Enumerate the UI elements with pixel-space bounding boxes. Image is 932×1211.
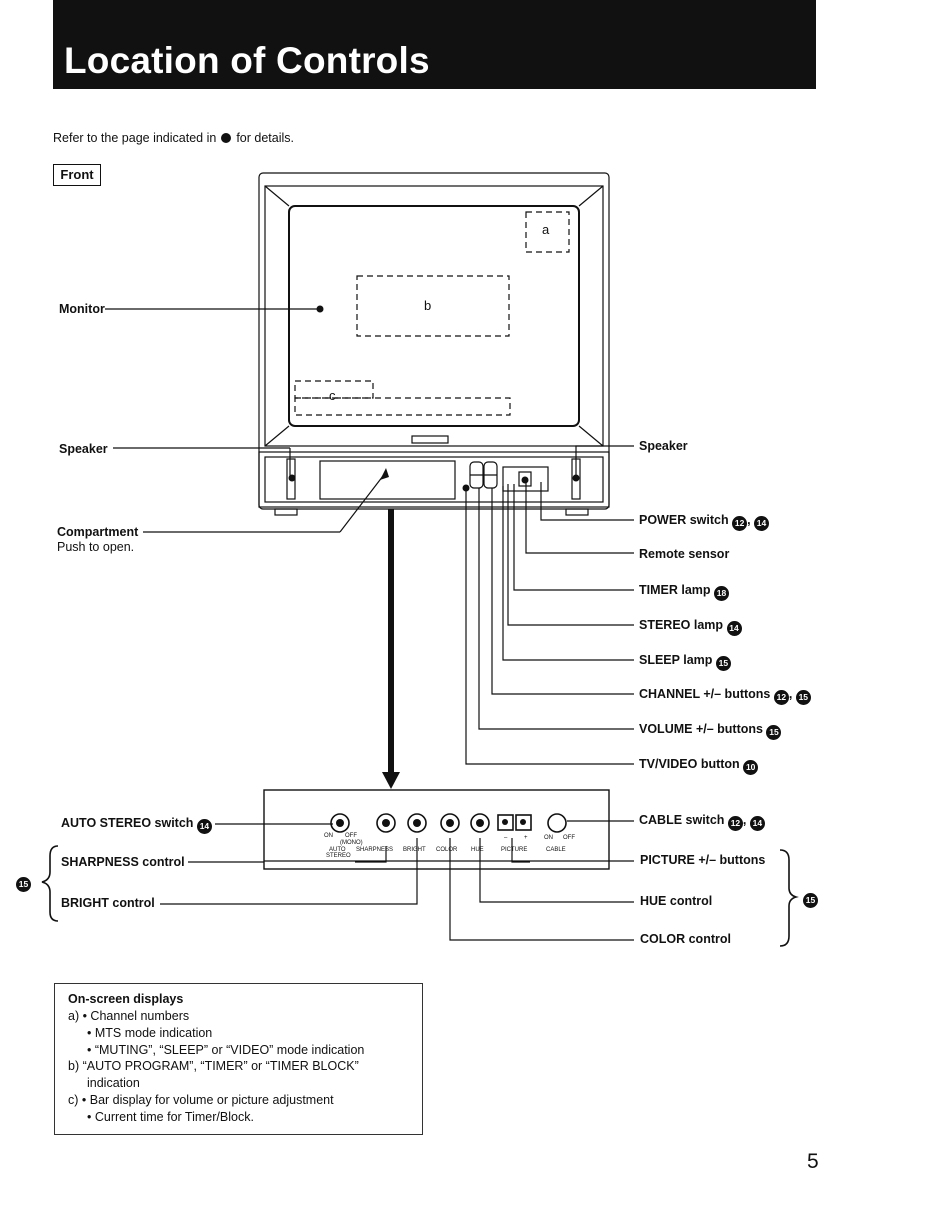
control-panel <box>263 789 610 870</box>
panel-off2: OFF <box>563 835 575 841</box>
cable-text: CABLE switch <box>639 813 725 827</box>
osd-line: • MTS mode indication <box>87 1026 213 1040</box>
compartment-note: Push to open. <box>57 540 135 554</box>
panel-plus: + <box>524 835 528 841</box>
osd-line: • Current time for Timer/Block. <box>87 1110 254 1124</box>
screen <box>288 205 580 427</box>
osd-box <box>54 983 423 1135</box>
bullet-icon <box>221 133 232 143</box>
label-tvvideo: TV/VIDEO button 10 <box>639 757 759 775</box>
bright-label: BRIGHT control <box>61 896 155 910</box>
compartment-door <box>319 460 456 500</box>
left-group-ref: 15 <box>16 874 31 892</box>
label-text: VOLUME +/– buttons <box>639 722 763 736</box>
hue-label: HUE control <box>640 894 713 908</box>
label-text: POWER switch <box>639 513 729 527</box>
page-ref-icon: 15 <box>803 893 818 908</box>
auto-stereo-label: AUTO STEREO switch 14 <box>61 816 212 834</box>
page-ref-icon: 14 <box>726 621 742 636</box>
label-power: POWER switch 12, 14 <box>639 513 770 531</box>
label-text: Remote sensor <box>639 547 730 561</box>
right-group-ref: 15 <box>803 890 818 908</box>
panel-on2: ON <box>544 835 553 841</box>
osd-title: On-screen displays <box>68 992 184 1006</box>
color-label: COLOR control <box>640 932 731 946</box>
panel-bright: BRIGHT <box>403 847 426 853</box>
page-ref-icon: 12 <box>732 516 748 531</box>
label-speaker_r: Speaker <box>639 439 688 453</box>
label-stereo: STEREO lamp 14 <box>639 618 742 636</box>
intro-before: Refer to the page indicated in <box>53 131 217 145</box>
panel-picture: PICTURE <box>501 847 528 853</box>
page-ref-icon: 15 <box>715 656 731 671</box>
tv-cabinet <box>258 172 610 510</box>
intro-after: for details. <box>236 131 294 145</box>
panel-cable: CABLE <box>546 847 566 853</box>
panel-on: ON <box>324 833 333 839</box>
osd-line: c) • Bar display for volume or picture a… <box>68 1093 334 1107</box>
zone-c-label: c <box>329 388 336 403</box>
page-number: 5 <box>807 1150 819 1173</box>
panel-mono: (MONO) <box>340 840 363 846</box>
compartment-label: Compartment <box>57 525 139 539</box>
front-tag: Front <box>53 164 101 186</box>
intro-text: Refer to the page indicated in for detail… <box>53 131 294 145</box>
label-text: Speaker <box>639 439 688 453</box>
label-remote: Remote sensor <box>639 547 729 561</box>
page-ref-icon: 10 <box>743 760 759 775</box>
label-channel: CHANNEL +/– buttons 12, 15 <box>639 687 811 705</box>
panel-minus: – <box>504 835 508 841</box>
page-ref-icon: 18 <box>714 586 730 601</box>
zone-c2 <box>294 397 511 416</box>
page-ref-icon: 14 <box>749 816 765 831</box>
osd-line: a) • Channel numbers <box>68 1009 190 1023</box>
zone-c1 <box>294 380 374 399</box>
panel-hue: HUE <box>471 847 484 853</box>
page-ref-icon: 14 <box>196 819 212 834</box>
title-banner <box>53 0 816 89</box>
page-ref-icon: 12 <box>727 816 743 831</box>
osd-line: b) “AUTO PROGRAM”, “TIMER” or “TIMER BLO… <box>68 1059 359 1073</box>
osd-line: indication <box>87 1076 140 1090</box>
page-ref-icon: 15 <box>795 690 811 705</box>
label-text: STEREO lamp <box>639 618 724 632</box>
zone-b <box>356 275 510 337</box>
label-volume: VOLUME +/– buttons 15 <box>639 722 782 740</box>
picture-label: PICTURE +/– buttons <box>640 853 766 867</box>
speaker-left-label: Speaker <box>59 442 108 456</box>
label-text: CHANNEL +/– buttons <box>639 687 771 701</box>
panel-color: COLOR <box>436 847 458 853</box>
zone-a-label: a <box>542 222 550 237</box>
cable-label: CABLE switch 12, 14 <box>639 813 765 831</box>
right-brace <box>779 849 799 947</box>
label-sleep: SLEEP lamp 15 <box>639 653 731 671</box>
label-text: TIMER lamp <box>639 583 711 597</box>
auto-stereo-text: AUTO STEREO switch <box>61 816 194 830</box>
zone-a <box>525 211 570 253</box>
sharpness-label: SHARPNESS control <box>61 855 185 869</box>
page-ref-icon: 15 <box>16 877 31 892</box>
panel-sharpness: SHARPNESS <box>356 847 394 853</box>
screen-bezel <box>264 185 604 447</box>
zone-b-label: b <box>424 298 432 313</box>
panel-off: OFF <box>345 833 357 839</box>
label-timer: TIMER lamp 18 <box>639 583 730 601</box>
label-text: TV/VIDEO button <box>639 757 740 771</box>
label-text: SLEEP lamp <box>639 653 713 667</box>
page-ref-icon: 15 <box>766 725 782 740</box>
panel-stereo: STEREO <box>326 853 351 859</box>
monitor-label: Monitor <box>59 302 105 316</box>
page-ref-icon: 14 <box>754 516 770 531</box>
page-ref-icon: 12 <box>773 690 789 705</box>
osd-line: • “MUTING”, “SLEEP” or “VIDEO” mode indi… <box>87 1043 365 1057</box>
page-title: Location of Controls <box>64 40 430 81</box>
left-brace <box>41 845 59 922</box>
panel-auto: AUTO <box>329 847 346 853</box>
